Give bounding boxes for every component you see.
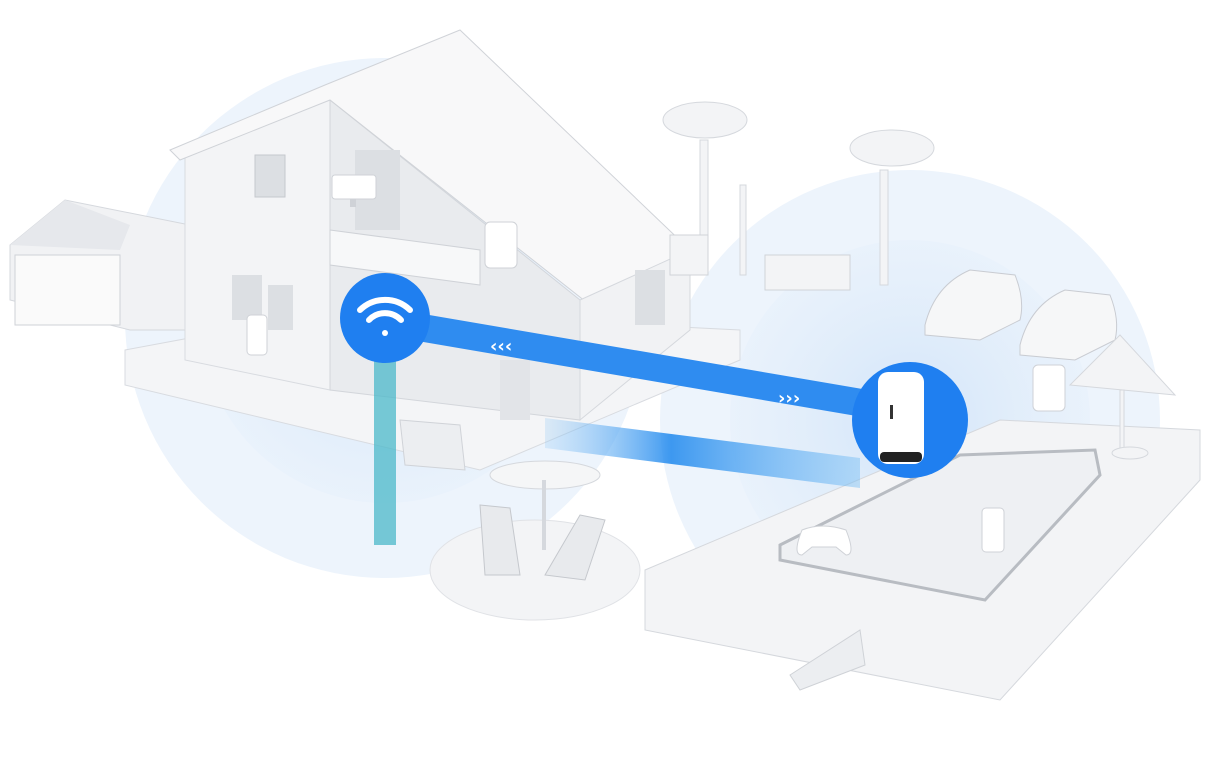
patio bbox=[429, 460, 641, 621]
car bbox=[924, 269, 1118, 361]
pool bbox=[778, 448, 1102, 602]
tv-icon bbox=[331, 174, 377, 207]
wifi-beam-secondary bbox=[545, 418, 860, 488]
wifi-icon bbox=[357, 296, 413, 336]
garage bbox=[9, 199, 191, 331]
tablet-icon bbox=[1032, 364, 1066, 412]
extender-icon bbox=[878, 372, 924, 464]
phone-icon bbox=[981, 507, 1005, 553]
palm-tree bbox=[662, 101, 935, 286]
ground-link bbox=[374, 350, 396, 545]
umbrella bbox=[1068, 334, 1177, 460]
arrows-left-icon: ‹‹‹ bbox=[490, 336, 512, 357]
pool-stairs bbox=[789, 629, 866, 691]
gamepad-icon bbox=[796, 525, 852, 556]
bench bbox=[669, 234, 709, 276]
tablet-icon bbox=[484, 221, 518, 269]
arrows-right-icon: ››› bbox=[778, 388, 800, 409]
bench bbox=[764, 254, 851, 291]
phone-icon bbox=[246, 314, 268, 356]
extender-node bbox=[852, 362, 968, 478]
router-node bbox=[340, 273, 430, 363]
wifi-beam bbox=[400, 310, 880, 420]
